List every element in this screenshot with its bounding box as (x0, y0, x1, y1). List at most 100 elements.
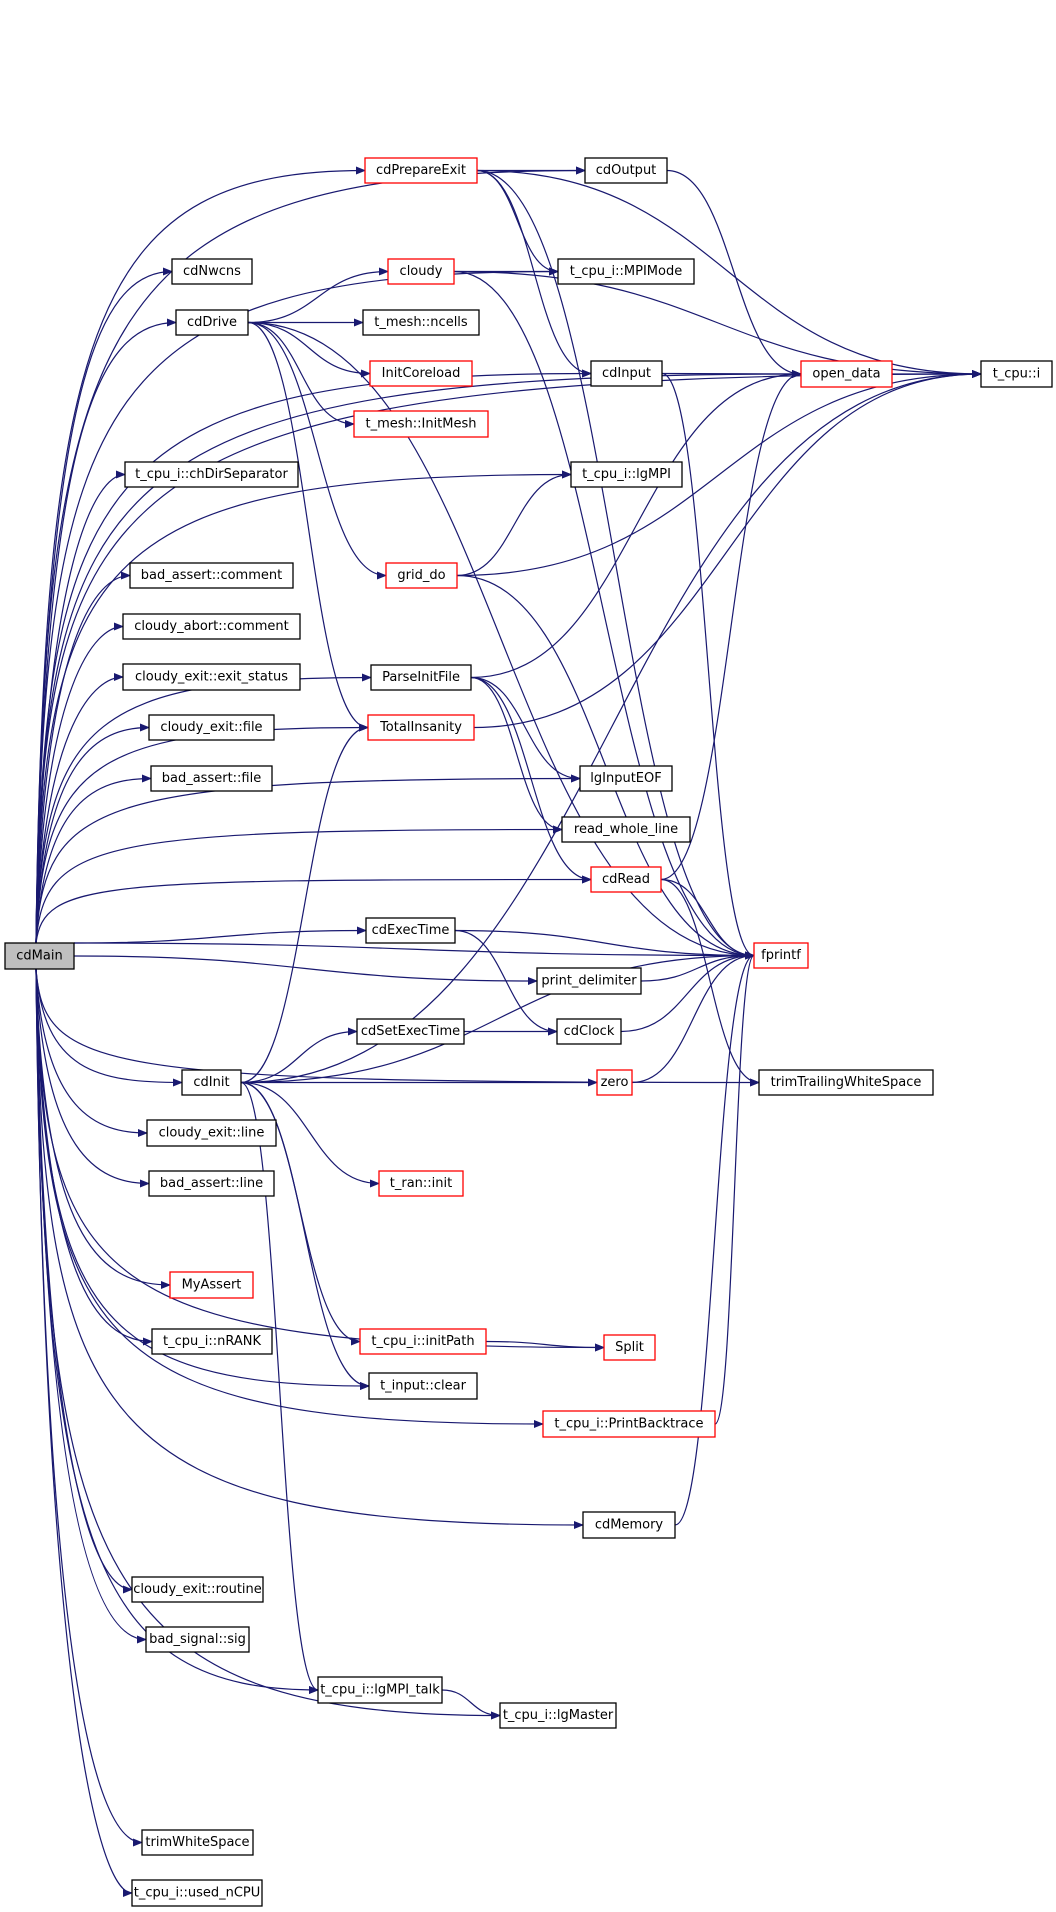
node-cddrive[interactable]: cdDrive (175, 309, 249, 336)
edge-path (674, 951, 755, 1526)
node-cdclock[interactable]: cdClock (556, 1018, 622, 1045)
edge-path (247, 321, 371, 378)
edge-path (35, 622, 124, 944)
node-box (359, 1328, 487, 1355)
node-open-data[interactable]: open_data (800, 360, 893, 388)
edge-cddrive-to-initcoreload (247, 321, 371, 378)
node-trimtrailingwhitespace[interactable]: trimTrailingWhiteSpace (758, 1069, 934, 1096)
node-label: cloudy_abort::comment (134, 619, 289, 634)
node-print-delimiter[interactable]: print_delimiter (536, 967, 642, 995)
node-t-cpu-i-lgmaster[interactable]: t_cpu_i::lgMaster (499, 1702, 617, 1729)
edge-cddrive-to-initmesh (247, 321, 355, 428)
node-label: cloudy_exit::line (159, 1126, 265, 1141)
node-bad-assert-file[interactable]: bad_assert::file (150, 765, 273, 792)
node-grid-do[interactable]: grid_do (385, 562, 458, 589)
node-t-cpu-i-nrank[interactable]: t_cpu_i::nRANK (151, 1328, 273, 1355)
edge-cdmain-to-print-delimiter (73, 955, 538, 985)
node-label: t_cpu_i::initPath (371, 1334, 474, 1349)
node-t-cpu-i-chdirseparator[interactable]: t_cpu_i::chDirSeparator (124, 461, 299, 488)
node-cloudy-abort-comment[interactable]: cloudy_abort::comment (122, 613, 301, 640)
node-box (171, 258, 253, 285)
edge-cdread-to-fprintf (660, 878, 755, 960)
node-bad-assert-comment[interactable]: bad_assert::comment (129, 562, 294, 589)
node-label: t_ran::init (390, 1176, 452, 1191)
edge-grid-do-to-lgmpi (456, 470, 572, 577)
node-t-cpu-i-mpimode[interactable]: t_cpu_i::MPIMode (557, 258, 695, 285)
edge-cdmain-to-ca-comment (35, 622, 124, 944)
node-cdnwcns[interactable]: cdNwcns (171, 258, 253, 285)
node-label: t_mesh::InitMesh (365, 417, 476, 432)
edge-path (35, 968, 501, 1720)
node-initcoreload[interactable]: InitCoreload (369, 360, 473, 387)
node-box (365, 917, 456, 944)
node-cdmemory[interactable]: cdMemory (582, 1511, 676, 1539)
node-cdinit[interactable]: cdInit (181, 1069, 242, 1096)
node-t-mesh-ncells[interactable]: t_mesh::ncells (362, 309, 480, 336)
node-trimwhitespace[interactable]: trimWhiteSpace (141, 1829, 254, 1856)
node-bad-assert-line[interactable]: bad_assert::line (148, 1170, 275, 1197)
node-box (169, 1271, 254, 1299)
node-label: t_cpu_i::MPIMode (570, 264, 682, 279)
node-label: cdInput (602, 366, 651, 381)
node-label: t_cpu_i::chDirSeparator (135, 467, 288, 482)
edge-initpath-to-split (485, 1340, 605, 1352)
node-cdmain[interactable]: cdMain (4, 942, 75, 970)
node-label: cdInit (193, 1075, 229, 1090)
node-label: ParseInitFile (382, 670, 460, 685)
node-box (499, 1702, 617, 1729)
node-cloudy-exit-file[interactable]: cloudy_exit::file (148, 714, 275, 741)
node-t-cpu-i-used-ncpu[interactable]: t_cpu_i::used_nCPU (131, 1879, 263, 1907)
node-t-mesh-initmesh[interactable]: t_mesh::InitMesh (353, 410, 489, 438)
node-cdread[interactable]: cdRead (590, 866, 662, 893)
edge-cdinit-to-ran-init (240, 1081, 380, 1188)
edge-printbacktrace-to-fprintf (714, 951, 755, 1425)
node-bad-signal-sig[interactable]: bad_signal::sig (145, 1626, 250, 1653)
node-t-cpu-i-printbacktrace[interactable]: t_cpu_i::PrintBacktrace (542, 1410, 716, 1438)
node-cdprepareexit[interactable]: cdPrepareExit (364, 157, 478, 184)
node-lginputeof[interactable]: lgInputEOF (579, 765, 673, 792)
node-t-cpu-i-lgmpi[interactable]: t_cpu_i::lgMPI (570, 461, 683, 488)
node-totalinsanity[interactable]: TotalInsanity (367, 714, 475, 741)
node-myassert[interactable]: MyAssert (169, 1271, 254, 1299)
node-cdexectime[interactable]: cdExecTime (365, 917, 456, 944)
edge-print-delimiter-to-fprintf (640, 951, 755, 982)
node-cloudy-exit-line[interactable]: cloudy_exit::line (146, 1119, 277, 1147)
edge-path (666, 169, 802, 378)
edge-path (35, 968, 183, 1087)
node-split[interactable]: Split (603, 1334, 656, 1361)
node-t-cpu-i-initpath[interactable]: t_cpu_i::initPath (359, 1328, 487, 1355)
edge-path (240, 1081, 380, 1188)
node-read-whole-line[interactable]: read_whole_line (561, 816, 691, 843)
edge-path (476, 169, 559, 276)
edge-cdmemory-to-fprintf (674, 951, 755, 1526)
node-t-input-clear[interactable]: t_input::clear (368, 1372, 478, 1400)
node-zero[interactable]: zero (596, 1069, 633, 1096)
node-parseinitfile[interactable]: ParseInitFile (370, 664, 472, 691)
node-t-ran-init[interactable]: t_ran::init (378, 1170, 464, 1197)
edge-cdmain-to-cdmemory (35, 968, 584, 1529)
node-fprintf[interactable]: fprintf (753, 942, 809, 969)
node-label: cdSetExecTime (361, 1024, 460, 1039)
edge-path (35, 166, 586, 944)
node-label: cdMain (16, 949, 62, 964)
node-t-cpu-i[interactable]: t_cpu::i (980, 360, 1053, 388)
edge-path (35, 370, 802, 944)
node-cloudy-exit-exit-status[interactable]: cloudy_exit::exit_status (122, 663, 301, 691)
node-cloudy[interactable]: cloudy (387, 258, 455, 285)
node-cloudy-exit-routine[interactable]: cloudy_exit::routine (131, 1576, 264, 1603)
node-box (758, 1069, 934, 1096)
edge-cdmain-to-fprintf (73, 942, 755, 960)
node-box (150, 765, 273, 792)
node-cdoutput[interactable]: cdOutput (584, 157, 668, 184)
node-box (124, 461, 299, 488)
edge-cdmain-to-ba-file (35, 774, 152, 944)
node-label: bad_assert::line (160, 1176, 263, 1191)
edge-path (247, 267, 389, 324)
node-cdinput[interactable]: cdInput (590, 360, 663, 387)
node-box (536, 967, 642, 995)
node-box (800, 360, 893, 388)
edge-path (247, 321, 755, 960)
node-t-cpu-i-lgmpi-talk[interactable]: t_cpu_i::lgMPI_talk (317, 1676, 443, 1704)
node-cdsetexectime[interactable]: cdSetExecTime (356, 1018, 465, 1045)
edge-cdmain-to-cdprepareexit (35, 166, 366, 944)
